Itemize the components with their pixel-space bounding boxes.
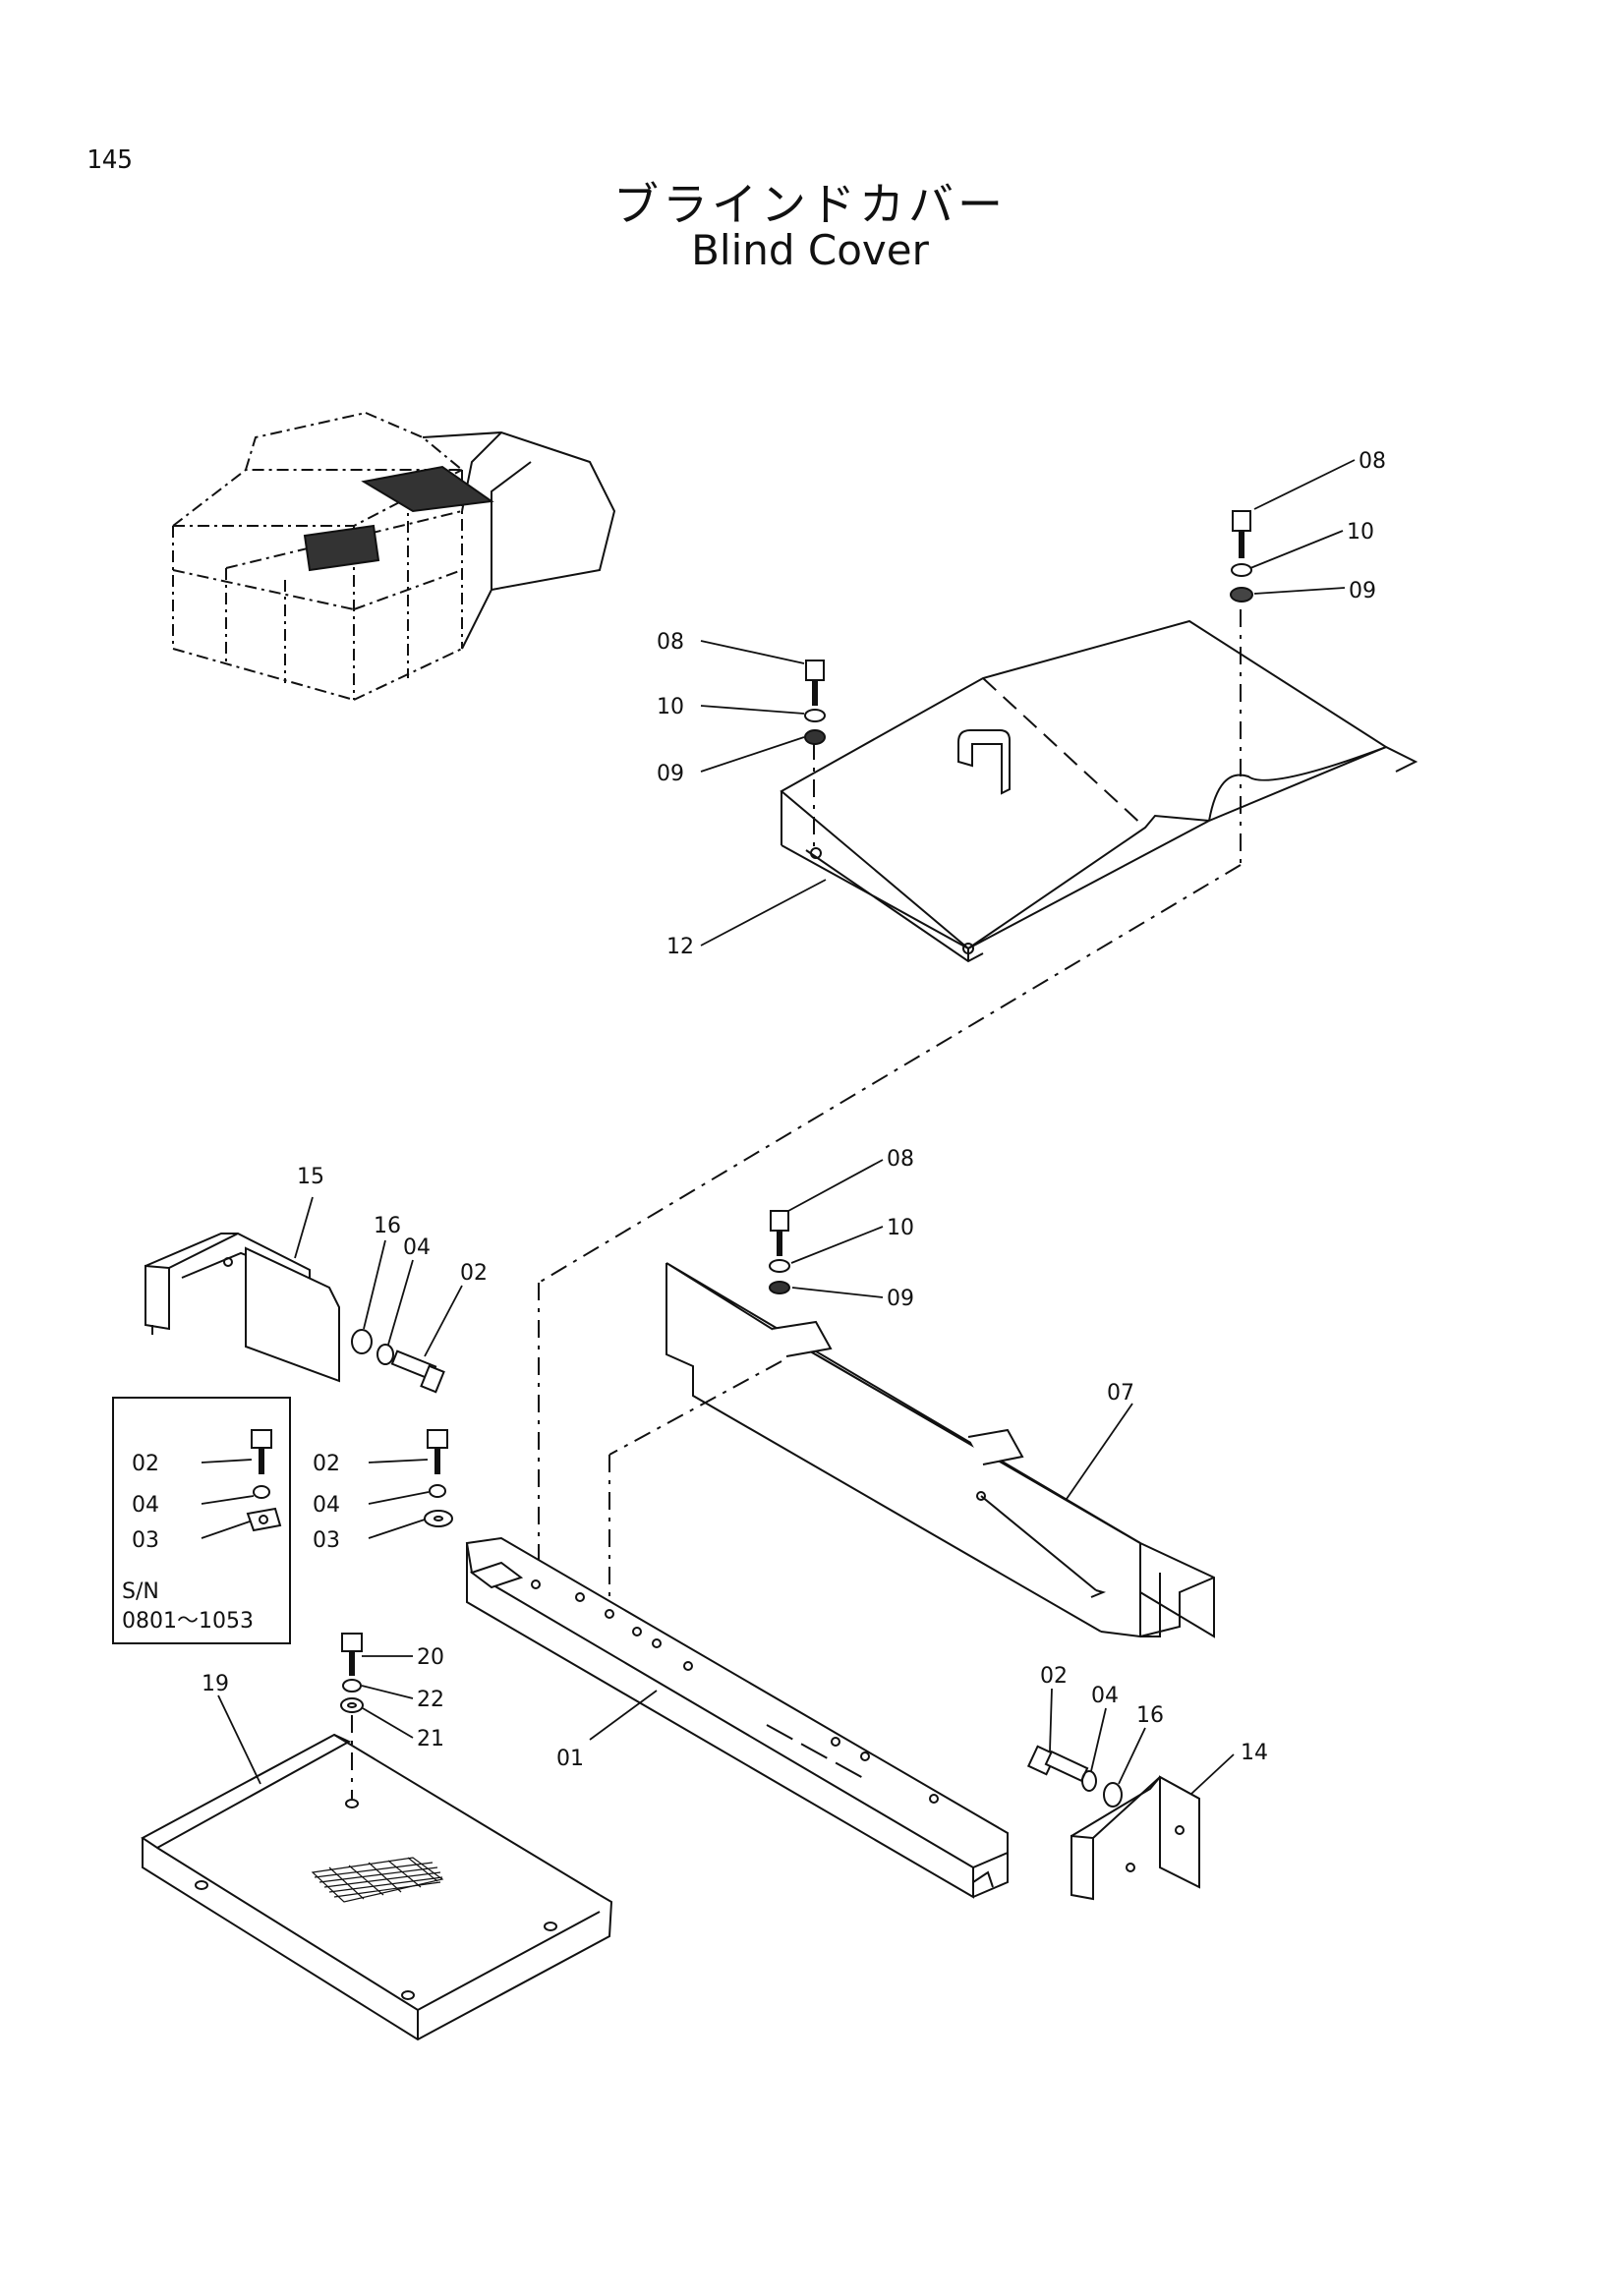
callout-02-bracket-14: 02	[1040, 1664, 1068, 1689]
inset-callout-02: 02	[132, 1452, 159, 1476]
bracket-part-14	[1026, 1745, 1200, 1901]
callout-15: 15	[297, 1165, 324, 1189]
rail-fasteners	[424, 1429, 453, 1527]
cover-fasteners	[804, 660, 826, 745]
callout-03-rail: 03	[313, 1528, 340, 1553]
callout-labels: 08 10 09 08 10 09 12 08 10 09 07 15 16 0…	[122, 449, 1386, 1771]
callout-02-rail: 02	[313, 1452, 340, 1476]
machine-overview	[172, 412, 616, 701]
tray-fasteners	[340, 1633, 364, 1799]
inset-box	[112, 1397, 291, 1644]
callout-08-panel: 08	[887, 1147, 914, 1172]
callout-20: 20	[417, 1645, 444, 1670]
callout-04-bracket-14: 04	[1091, 1684, 1119, 1708]
panel-fasteners	[769, 1210, 790, 1294]
inset-sn-range: 0801～1053	[122, 1609, 254, 1634]
page-title-english: Blind Cover	[691, 226, 929, 274]
leader-lines	[201, 459, 1356, 1795]
callout-02-bracket: 02	[460, 1261, 488, 1286]
callout-16-bracket-14: 16	[1136, 1703, 1164, 1728]
callout-22: 22	[417, 1688, 444, 1712]
top-cover-part-12	[780, 619, 1418, 963]
callout-08-cover: 08	[657, 630, 684, 655]
inset-sn-label: S/N	[122, 1579, 159, 1604]
bracket-fasteners	[351, 1329, 445, 1394]
top-right-fasteners	[1230, 510, 1253, 603]
callout-01: 01	[556, 1747, 584, 1771]
callout-04-bracket: 04	[403, 1235, 431, 1260]
callout-19: 19	[202, 1672, 229, 1696]
page-number: 145	[87, 145, 133, 175]
callout-14: 14	[1241, 1741, 1268, 1765]
callout-12: 12	[666, 935, 694, 959]
callout-07: 07	[1107, 1381, 1134, 1406]
callout-10-top: 10	[1347, 520, 1374, 545]
callout-08-top: 08	[1359, 449, 1386, 474]
bracket-part-15	[145, 1232, 340, 1383]
assembly-lines	[538, 609, 1242, 1622]
callout-10-panel: 10	[887, 1216, 914, 1240]
inset-callout-03: 03	[132, 1528, 159, 1553]
side-panel-part-07	[665, 1262, 1215, 1638]
callout-09-top: 09	[1349, 579, 1376, 603]
callout-10-cover: 10	[657, 695, 684, 719]
page-title-japanese: ブラインドカバー	[613, 178, 1007, 231]
tray-part-19	[141, 1733, 613, 2041]
callout-16-bracket: 16	[374, 1214, 401, 1238]
inset-callout-04: 04	[132, 1493, 159, 1518]
callout-04-rail: 04	[313, 1493, 340, 1518]
callout-09-cover: 09	[657, 762, 684, 786]
callout-09-panel: 09	[887, 1287, 914, 1311]
rail-part-01	[465, 1536, 1009, 1899]
callout-21: 21	[417, 1727, 444, 1751]
